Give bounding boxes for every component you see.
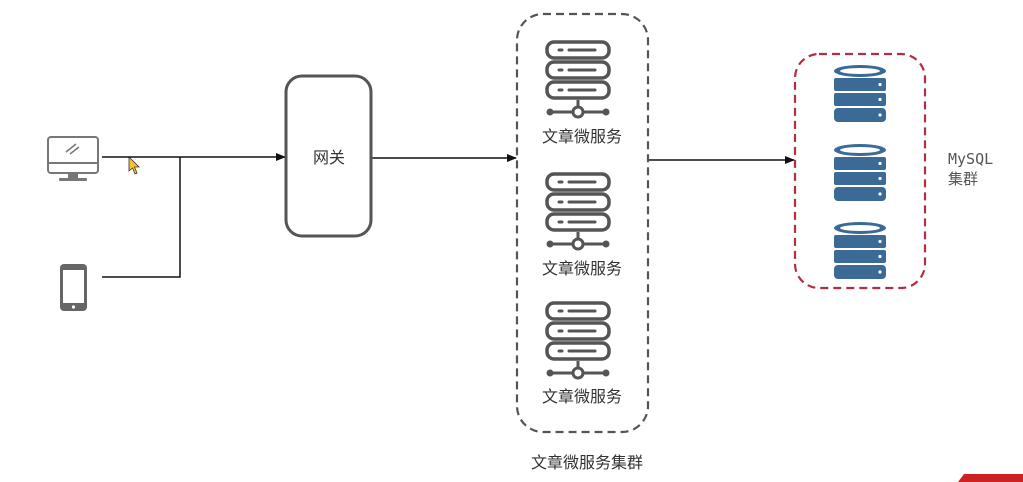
server-icon bbox=[545, 301, 611, 380]
gateway-box: 网关 bbox=[284, 74, 373, 238]
smartphone-icon bbox=[60, 264, 87, 311]
server-icon bbox=[545, 172, 611, 251]
service-label: 文章微服务 bbox=[542, 259, 622, 278]
database-icon bbox=[834, 222, 886, 279]
database-icon bbox=[834, 144, 886, 201]
corner-badge bbox=[958, 474, 1023, 482]
service-cluster-label: 文章微服务集群 bbox=[531, 453, 643, 472]
service-label: 文章微服务 bbox=[542, 387, 622, 406]
connector-phone-to-junction bbox=[102, 157, 181, 278]
gateway-label: 网关 bbox=[313, 148, 345, 167]
mouse-cursor-icon bbox=[128, 156, 140, 175]
server-icon bbox=[545, 40, 611, 119]
connector-lines bbox=[102, 153, 795, 278]
service-label: 文章微服务 bbox=[542, 127, 622, 146]
database-icon bbox=[834, 65, 886, 122]
desktop-monitor-icon bbox=[47, 136, 99, 181]
microservice-cluster: 文章微服务 文章微服务 bbox=[515, 12, 650, 434]
mysql-cluster bbox=[793, 52, 927, 290]
mysql-cluster-label-line1: MySQL bbox=[948, 150, 993, 168]
mysql-cluster-label-line2: 集群 bbox=[948, 170, 978, 188]
